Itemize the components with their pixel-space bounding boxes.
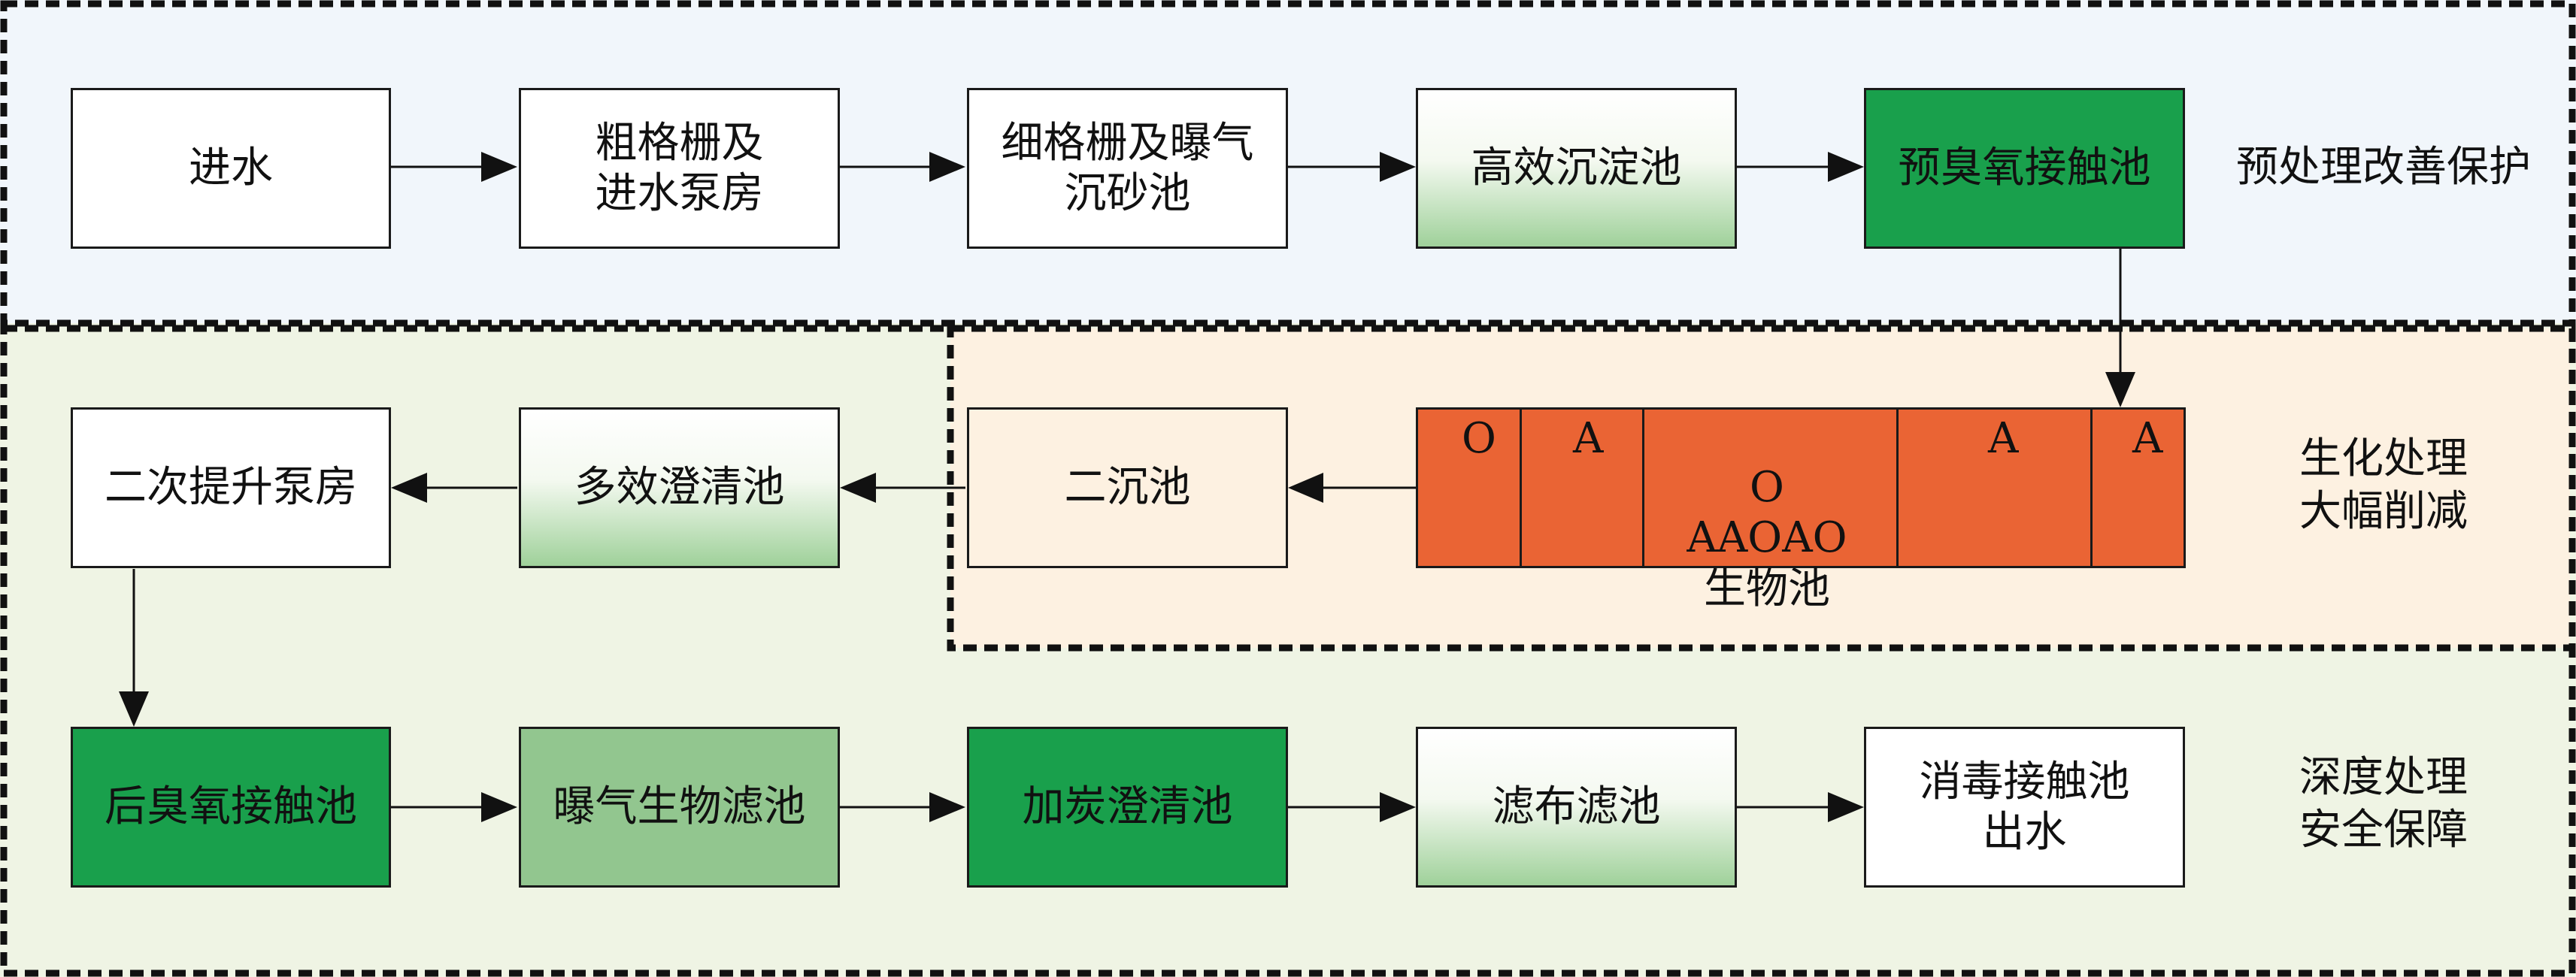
carbon-clarifier-label: 加炭澄清池	[1022, 782, 1233, 832]
biotank-name: AAOAO 生物池	[1687, 513, 1847, 613]
pretreatment-border	[0, 0, 2576, 327]
secondary-clarifier-box: 二沉池	[967, 407, 1288, 568]
zone-label-a1: A	[1573, 414, 1604, 463]
fine-screen-label: 细格栅及曝气 沉砂池	[1001, 118, 1254, 218]
arrowhead	[2105, 372, 2135, 407]
pre-ozone-box: 预臭氧接触池	[1864, 88, 2185, 249]
arrowhead	[929, 152, 965, 182]
sedimentation-box: 高效沉淀池	[1416, 88, 1737, 249]
secondary-clarifier-label: 二沉池	[1064, 463, 1191, 513]
arrowhead	[1380, 152, 1416, 182]
arrowhead	[1380, 792, 1416, 822]
multi-clarifier-box: 多效澄清池	[519, 407, 840, 568]
aaoao-biotank	[1416, 407, 2186, 568]
arrowhead	[1828, 152, 1864, 182]
zone-divider	[2090, 410, 2093, 566]
carbon-clarifier-box: 加炭澄清池	[967, 727, 1288, 888]
zone-label-a3: A	[2132, 414, 2163, 463]
zone-divider	[1642, 410, 1644, 566]
zone-label-o1: O	[1462, 414, 1496, 463]
arrowhead	[1288, 473, 1323, 503]
arrowhead	[929, 792, 965, 822]
inlet-box: 进水	[71, 88, 391, 249]
baf-label: 曝气生物滤池	[553, 782, 806, 832]
sedimentation-label: 高效沉淀池	[1471, 144, 1682, 193]
arrowhead	[1828, 792, 1864, 822]
cloth-filter-label: 滤布滤池	[1492, 782, 1661, 832]
pretreatment-label: 预处理改善保护	[2236, 143, 2531, 192]
zone-label-o2: O	[1750, 463, 1784, 513]
cloth-filter-box: 滤布滤池	[1416, 727, 1737, 888]
pre-ozone-label: 预臭氧接触池	[1898, 144, 2151, 193]
biotank-center: O AAOAO 生物池	[1639, 412, 1895, 664]
lift-pump-box: 二次提升泵房	[71, 407, 391, 568]
arrowhead	[119, 691, 149, 727]
biochemical-label: 生化处理 大幅削减	[2299, 434, 2468, 536]
arrowhead	[481, 152, 517, 182]
arrowhead	[481, 792, 517, 822]
zone-divider	[1896, 410, 1899, 566]
fine-screen-box: 细格栅及曝气 沉砂池	[967, 88, 1288, 249]
baf-box: 曝气生物滤池	[519, 727, 840, 888]
disinfection-label: 消毒接触池 出水	[1919, 757, 2130, 857]
coarse-screen-box: 粗格栅及 进水泵房	[519, 88, 840, 249]
coarse-screen-label: 粗格栅及 进水泵房	[595, 118, 764, 218]
post-ozone-box: 后臭氧接触池	[71, 727, 391, 888]
post-ozone-label: 后臭氧接触池	[105, 782, 357, 832]
zone-label-a2: A	[1988, 414, 2019, 463]
lift-pump-label: 二次提升泵房	[105, 463, 357, 513]
deep-treatment-label: 深度处理 安全保障	[2299, 753, 2468, 854]
multi-clarifier-label: 多效澄清池	[574, 463, 785, 513]
disinfection-box: 消毒接触池 出水	[1864, 727, 2185, 888]
biochemical-border	[947, 325, 2576, 652]
arrowhead	[840, 473, 876, 503]
arrowhead	[391, 473, 427, 503]
inlet-label: 进水	[189, 144, 273, 193]
zone-divider	[1520, 410, 1522, 566]
